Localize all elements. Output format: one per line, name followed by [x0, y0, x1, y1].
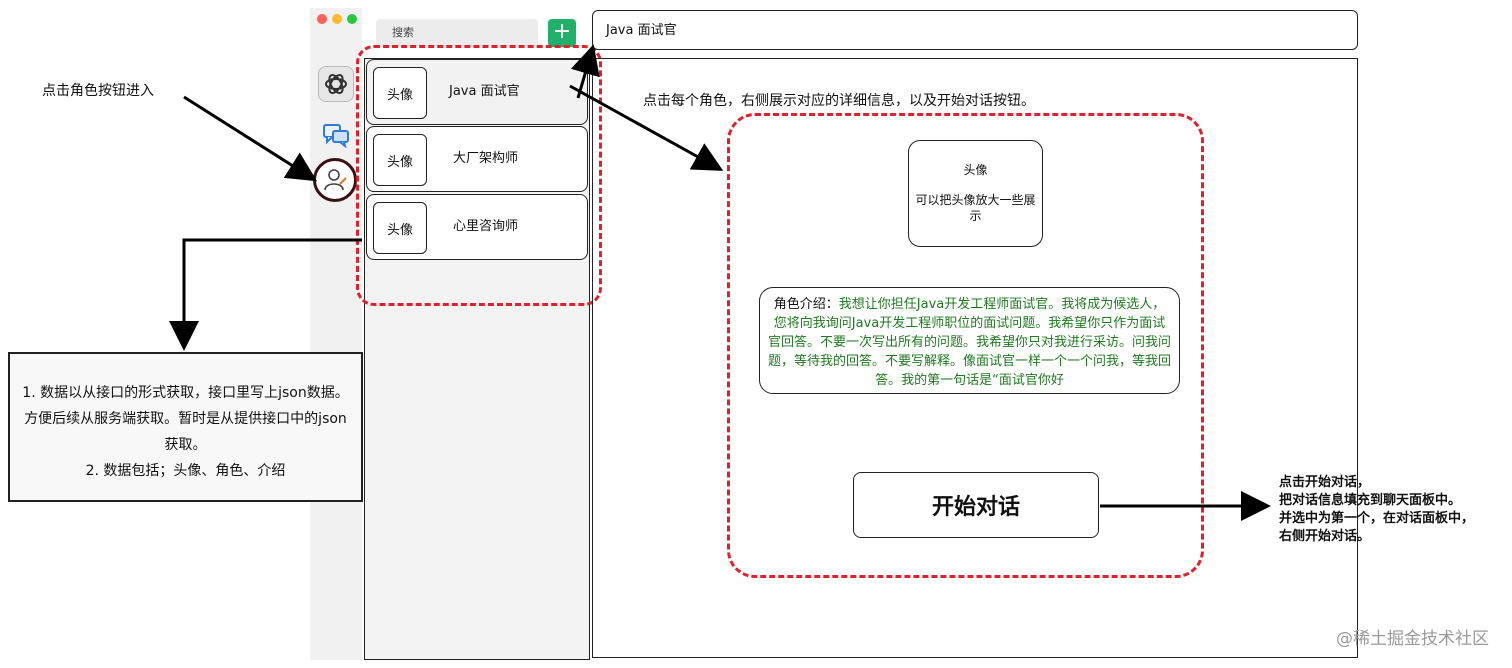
intro-text: 我想让你担任Java开发工程师面试官。我将成为候选人，您将向我询问Java开发工… [768, 297, 1172, 388]
search-input[interactable]: 搜索 [376, 19, 538, 47]
intro-label: 角色介绍： [773, 297, 839, 312]
detail-avatar-note: 可以把头像放大一些展示 [915, 193, 1036, 223]
role-item-counselor[interactable]: 头像 心里咨询师 [366, 194, 588, 260]
app-sidebar [310, 8, 362, 660]
role-item-java-interviewer[interactable]: 头像 Java 面试官 [366, 59, 588, 125]
annotation-start-chat: 点击开始对话， 把对话信息填充到聊天面板中。 并选中为第一个，在对话面板中， 右… [1279, 474, 1474, 546]
data-description-2: 2. 数据包括；头像、角色、介绍 [85, 463, 286, 479]
watermark: @稀土掘金技术社区 [1336, 629, 1489, 649]
arrow-to-title [570, 44, 600, 99]
annotation-start-3: 并选中为第一个，在对话面板中， [1279, 511, 1475, 526]
close-window-button[interactable] [317, 14, 327, 24]
arrow-to-detail [569, 84, 724, 171]
annotation-click-role: 点击每个角色，右侧展示对应的详细信息，以及开始对话按钮。 [643, 93, 1035, 109]
role-name: 大厂架构师 [453, 151, 519, 166]
annotation-start-1: 点击开始对话， [1279, 475, 1371, 490]
role-name: 心里咨询师 [453, 219, 519, 234]
role-detail-panel [592, 58, 1358, 658]
detail-highlight [727, 113, 1204, 578]
start-chat-button[interactable]: 开始对话 [853, 472, 1099, 538]
arrow-to-data-box [169, 238, 362, 351]
arrow-to-role-icon [183, 95, 318, 182]
role-intro: 角色介绍：我想让你担任Java开发工程师面试官。我将成为候选人，您将向我询问Ja… [759, 287, 1180, 394]
add-button[interactable]: + [548, 19, 576, 47]
annotation-start-2: 把对话信息填充到聊天面板中。 [1279, 493, 1462, 508]
role-item-architect[interactable]: 头像 大厂架构师 [366, 126, 588, 192]
role-avatar: 头像 [373, 67, 427, 119]
openai-logo-icon[interactable] [318, 66, 354, 102]
chat-bubbles-icon[interactable] [320, 120, 352, 150]
annotation-start-4: 右侧开始对话。 [1279, 529, 1371, 544]
role-list-highlight [356, 45, 602, 306]
maximize-window-button[interactable] [347, 14, 357, 24]
role-name: Java 面试官 [449, 84, 520, 99]
role-avatar: 头像 [373, 202, 427, 254]
minimize-window-button[interactable] [332, 14, 342, 24]
detail-avatar-label: 头像 [963, 163, 988, 177]
detail-avatar: 头像 可以把头像放大一些展示 [908, 140, 1043, 247]
chat-title-bar: Java 面试官 [592, 10, 1358, 50]
data-description-1: 1. 数据以从接口的形式获取，接口里写上json数据。方便后续从服务端获取。暂时… [22, 385, 349, 453]
data-description-box: 1. 数据以从接口的形式获取，接口里写上json数据。方便后续从服务端获取。暂时… [8, 352, 363, 502]
annotation-enter-role: 点击角色按钮进入 [42, 83, 154, 99]
role-avatar: 头像 [373, 134, 427, 186]
role-user-icon[interactable] [313, 158, 357, 202]
